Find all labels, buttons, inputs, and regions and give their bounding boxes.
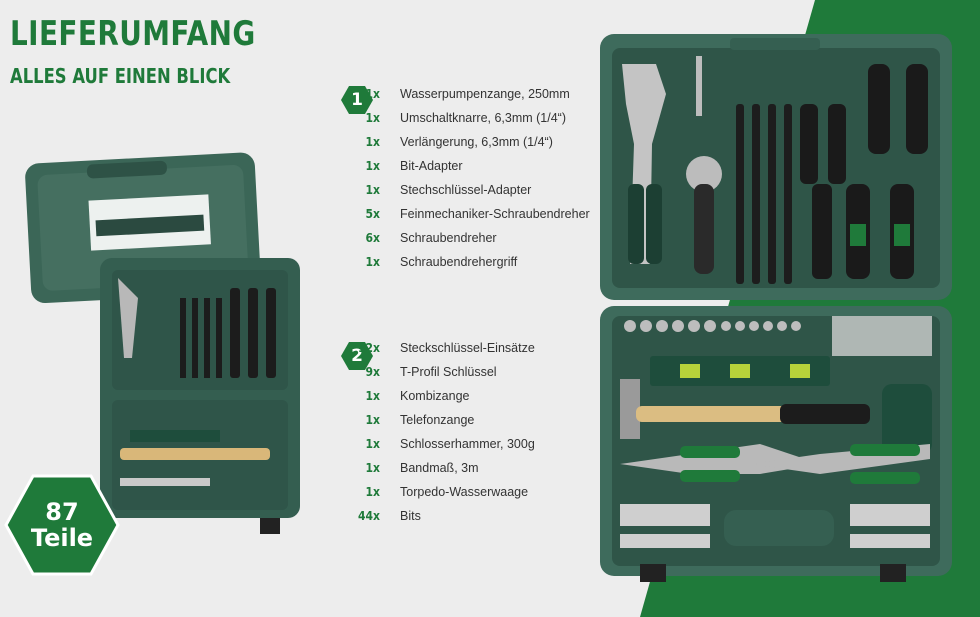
- item-qty: 1x: [365, 389, 380, 403]
- item-qty: 44x: [358, 509, 380, 523]
- item-qty: 1x: [365, 255, 380, 269]
- item-name: Bit-Adapter: [400, 159, 463, 173]
- item-qty: 1x: [365, 111, 380, 125]
- item-name: Schlosserhammer, 300g: [400, 437, 535, 451]
- page-title: LIEFERUMFANG: [10, 14, 256, 54]
- item-qty: 1x: [365, 183, 380, 197]
- item-qty: 1x: [365, 87, 380, 101]
- item-name: Kombizange: [400, 389, 470, 403]
- item-name: Torpedo-Wasserwaage: [400, 485, 529, 499]
- item-name: Steckschlüssel-Einsätze: [400, 341, 535, 355]
- item-name: Umschaltknarre, 6,3mm (1/4“): [400, 111, 567, 125]
- parts-count-label: Teile: [30, 524, 94, 552]
- item-name: Telefonzange: [400, 413, 475, 427]
- parts-count-number: 87: [45, 498, 79, 526]
- item-name: Stechschlüssel-Adapter: [400, 183, 532, 197]
- item-name: Wasserpumpenzange, 250mm: [400, 87, 570, 101]
- item-name: T-Profil Schlüssel: [400, 365, 497, 379]
- item-qty: 6x: [365, 231, 380, 245]
- item-qty: 1x: [365, 461, 380, 475]
- tool-case-closed-and-open-image: [25, 152, 300, 534]
- page-subtitle: ALLES AUF EINEN BLICK: [10, 64, 231, 88]
- item-name: Schraubendreher: [400, 231, 497, 245]
- item-qty: 1x: [365, 135, 380, 149]
- item-qty: 1x: [365, 485, 380, 499]
- item-name: Schraubendrehergriff: [400, 255, 518, 269]
- group-2-badge: 2: [341, 342, 373, 370]
- item-name: Feinmechaniker-Schraubendreher: [400, 207, 590, 221]
- item-qty: 5x: [365, 207, 380, 221]
- group-2-number: 2: [351, 346, 363, 366]
- item-name: Verlängerung, 6,3mm (1/4“): [400, 135, 553, 149]
- group-1-number: 1: [351, 90, 363, 110]
- parts-count-badge: 87 Teile: [4, 474, 120, 576]
- item-qty: 12x: [358, 341, 380, 355]
- group-1-badge: 1: [341, 86, 373, 114]
- item-qty: 9x: [365, 365, 380, 379]
- item-name: Bits: [400, 509, 421, 523]
- item-qty: 1x: [365, 437, 380, 451]
- item-qty: 1x: [365, 413, 380, 427]
- item-name: Bandmaß, 3m: [400, 461, 479, 475]
- item-qty: 1x: [365, 159, 380, 173]
- tool-case-open-image: [600, 34, 952, 582]
